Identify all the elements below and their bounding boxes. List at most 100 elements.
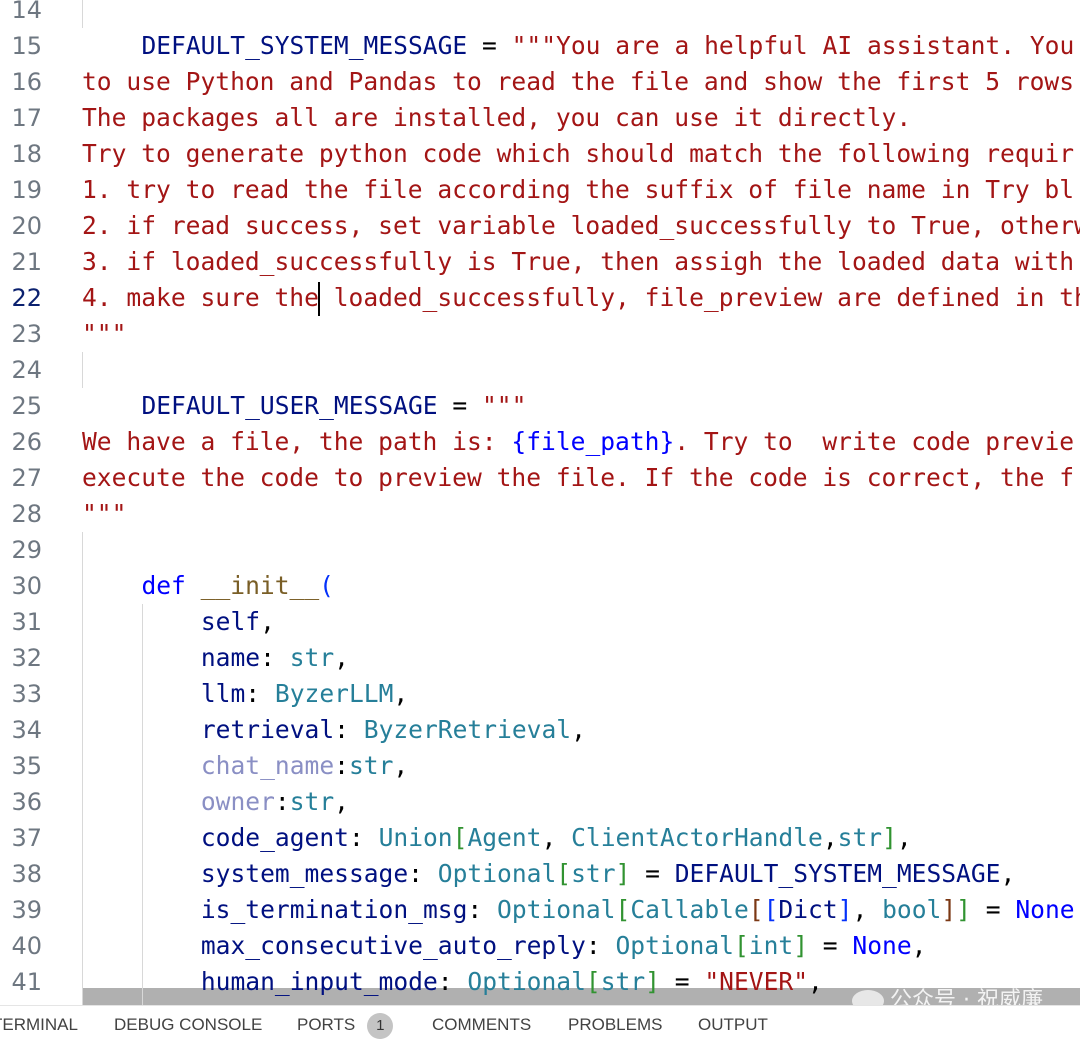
horizontal-scrollbar[interactable]	[82, 988, 1080, 1005]
tab-label: PORTS	[297, 1015, 356, 1034]
code-token: None	[852, 931, 912, 960]
code-token: =	[808, 931, 853, 960]
code-token: ]	[882, 823, 897, 852]
line-number: 38	[11, 860, 42, 888]
watermark-text: 公众号 · 祝威廉	[890, 988, 1043, 1005]
tab-problems[interactable]: PROBLEMS	[568, 1006, 662, 1044]
code-token: retrieval	[200, 715, 335, 744]
line-number: 32	[11, 644, 42, 672]
code-token: :	[260, 643, 290, 672]
code-token: Optional	[615, 931, 734, 960]
code-token: execute the code to preview the file. If…	[82, 463, 1075, 492]
tab-ports[interactable]: PORTS 1	[297, 1006, 394, 1044]
code-token: 2. if read success, set variable loaded_…	[82, 211, 1080, 240]
code-line[interactable]: 23"""	[0, 316, 1080, 352]
code-text: chat_name:str,	[201, 748, 408, 784]
code-line[interactable]: 19 1. try to read the file according the …	[0, 172, 1080, 208]
code-token: chat_name	[200, 751, 335, 780]
code-text: """	[82, 496, 126, 532]
indent-guide	[82, 532, 83, 1005]
code-token: :	[585, 931, 616, 960]
code-text: Try to generate python code which should…	[82, 136, 1074, 172]
code-token: ]	[956, 895, 971, 924]
tab-debug-console[interactable]: DEBUG CONSOLE	[114, 1006, 262, 1044]
code-token: self	[200, 607, 261, 636]
line-number: 37	[11, 824, 42, 852]
code-text: code_agent: Union[Agent, ClientActorHand…	[201, 820, 912, 856]
code-line[interactable]: 29	[0, 532, 1080, 568]
code-token: system_message	[200, 859, 409, 888]
code-token: 3. if loaded_successfully is True, then …	[82, 247, 1075, 276]
code-token: Dict	[778, 895, 838, 924]
code-text: system_message: Optional[str] = DEFAULT_…	[201, 856, 1015, 892]
code-text: We have a file, the path is: {file_path}…	[82, 424, 1074, 460]
tab-label: OUTPUT	[698, 1015, 768, 1034]
code-token: """	[482, 391, 527, 420]
code-token: ,	[571, 715, 586, 744]
code-line[interactable]: 32 name: str,	[0, 640, 1080, 676]
code-token: 1. try to read the file according the su…	[82, 175, 1075, 204]
code-line[interactable]: 28"""	[0, 496, 1080, 532]
code-line[interactable]: 38 system_message: Optional[str] = DEFAUL…	[0, 856, 1080, 892]
code-line[interactable]: 24	[0, 352, 1080, 388]
line-number: 26	[11, 428, 42, 456]
line-number: 23	[11, 320, 42, 348]
code-token: DEFAULT_USER_MESSAGE	[141, 391, 438, 420]
code-text: name: str,	[201, 640, 349, 676]
code-line[interactable]: 14	[0, 0, 1080, 28]
code-text: The packages all are installed, you can …	[82, 100, 911, 136]
code-token: owner	[200, 787, 275, 816]
code-token: ,	[334, 643, 349, 672]
code-token: ,	[911, 931, 927, 960]
ports-count-badge: 1	[367, 1012, 394, 1039]
code-line[interactable]: 37 code_agent: Union[Agent, ClientActorHa…	[0, 820, 1080, 856]
line-number: 15	[11, 32, 42, 60]
line-number: 19	[11, 176, 42, 204]
line-number: 30	[11, 572, 42, 600]
code-token: is_termination_msg	[200, 895, 468, 924]
code-line[interactable]: 26 We have a file, the path is: {file_pat…	[0, 424, 1080, 460]
code-token: =	[970, 895, 1016, 924]
line-number: 14	[11, 0, 42, 24]
code-line[interactable]: 18 Try to generate python code which shou…	[0, 136, 1080, 172]
tab-comments[interactable]: COMMENTS	[432, 1006, 531, 1044]
tab-terminal[interactable]: TERMINAL	[0, 1006, 78, 1044]
code-token: str	[348, 751, 394, 780]
code-token: . Try to write code previe	[674, 427, 1075, 456]
line-number: 36	[11, 788, 42, 816]
code-token: [	[763, 895, 779, 924]
line-number: 39	[11, 896, 42, 924]
code-token: ]	[645, 967, 660, 996]
code-token: ,	[808, 967, 823, 996]
code-token: ,	[541, 823, 572, 852]
code-token: str	[571, 859, 616, 888]
code-text: DEFAULT_USER_MESSAGE = """	[141, 388, 526, 424]
code-token: __init__	[200, 571, 320, 600]
line-number: 18	[11, 140, 42, 168]
line-number: 25	[11, 392, 42, 420]
code-token: code_agent	[200, 823, 349, 852]
code-token: :	[334, 751, 349, 780]
code-text: 4. make sure the loaded_successfully, fi…	[82, 280, 1080, 316]
code-token: ,	[1000, 859, 1016, 888]
code-token: ]	[615, 859, 631, 888]
code-line[interactable]: 25 DEFAULT_USER_MESSAGE = """	[0, 388, 1080, 424]
tab-output[interactable]: OUTPUT	[698, 1006, 768, 1044]
